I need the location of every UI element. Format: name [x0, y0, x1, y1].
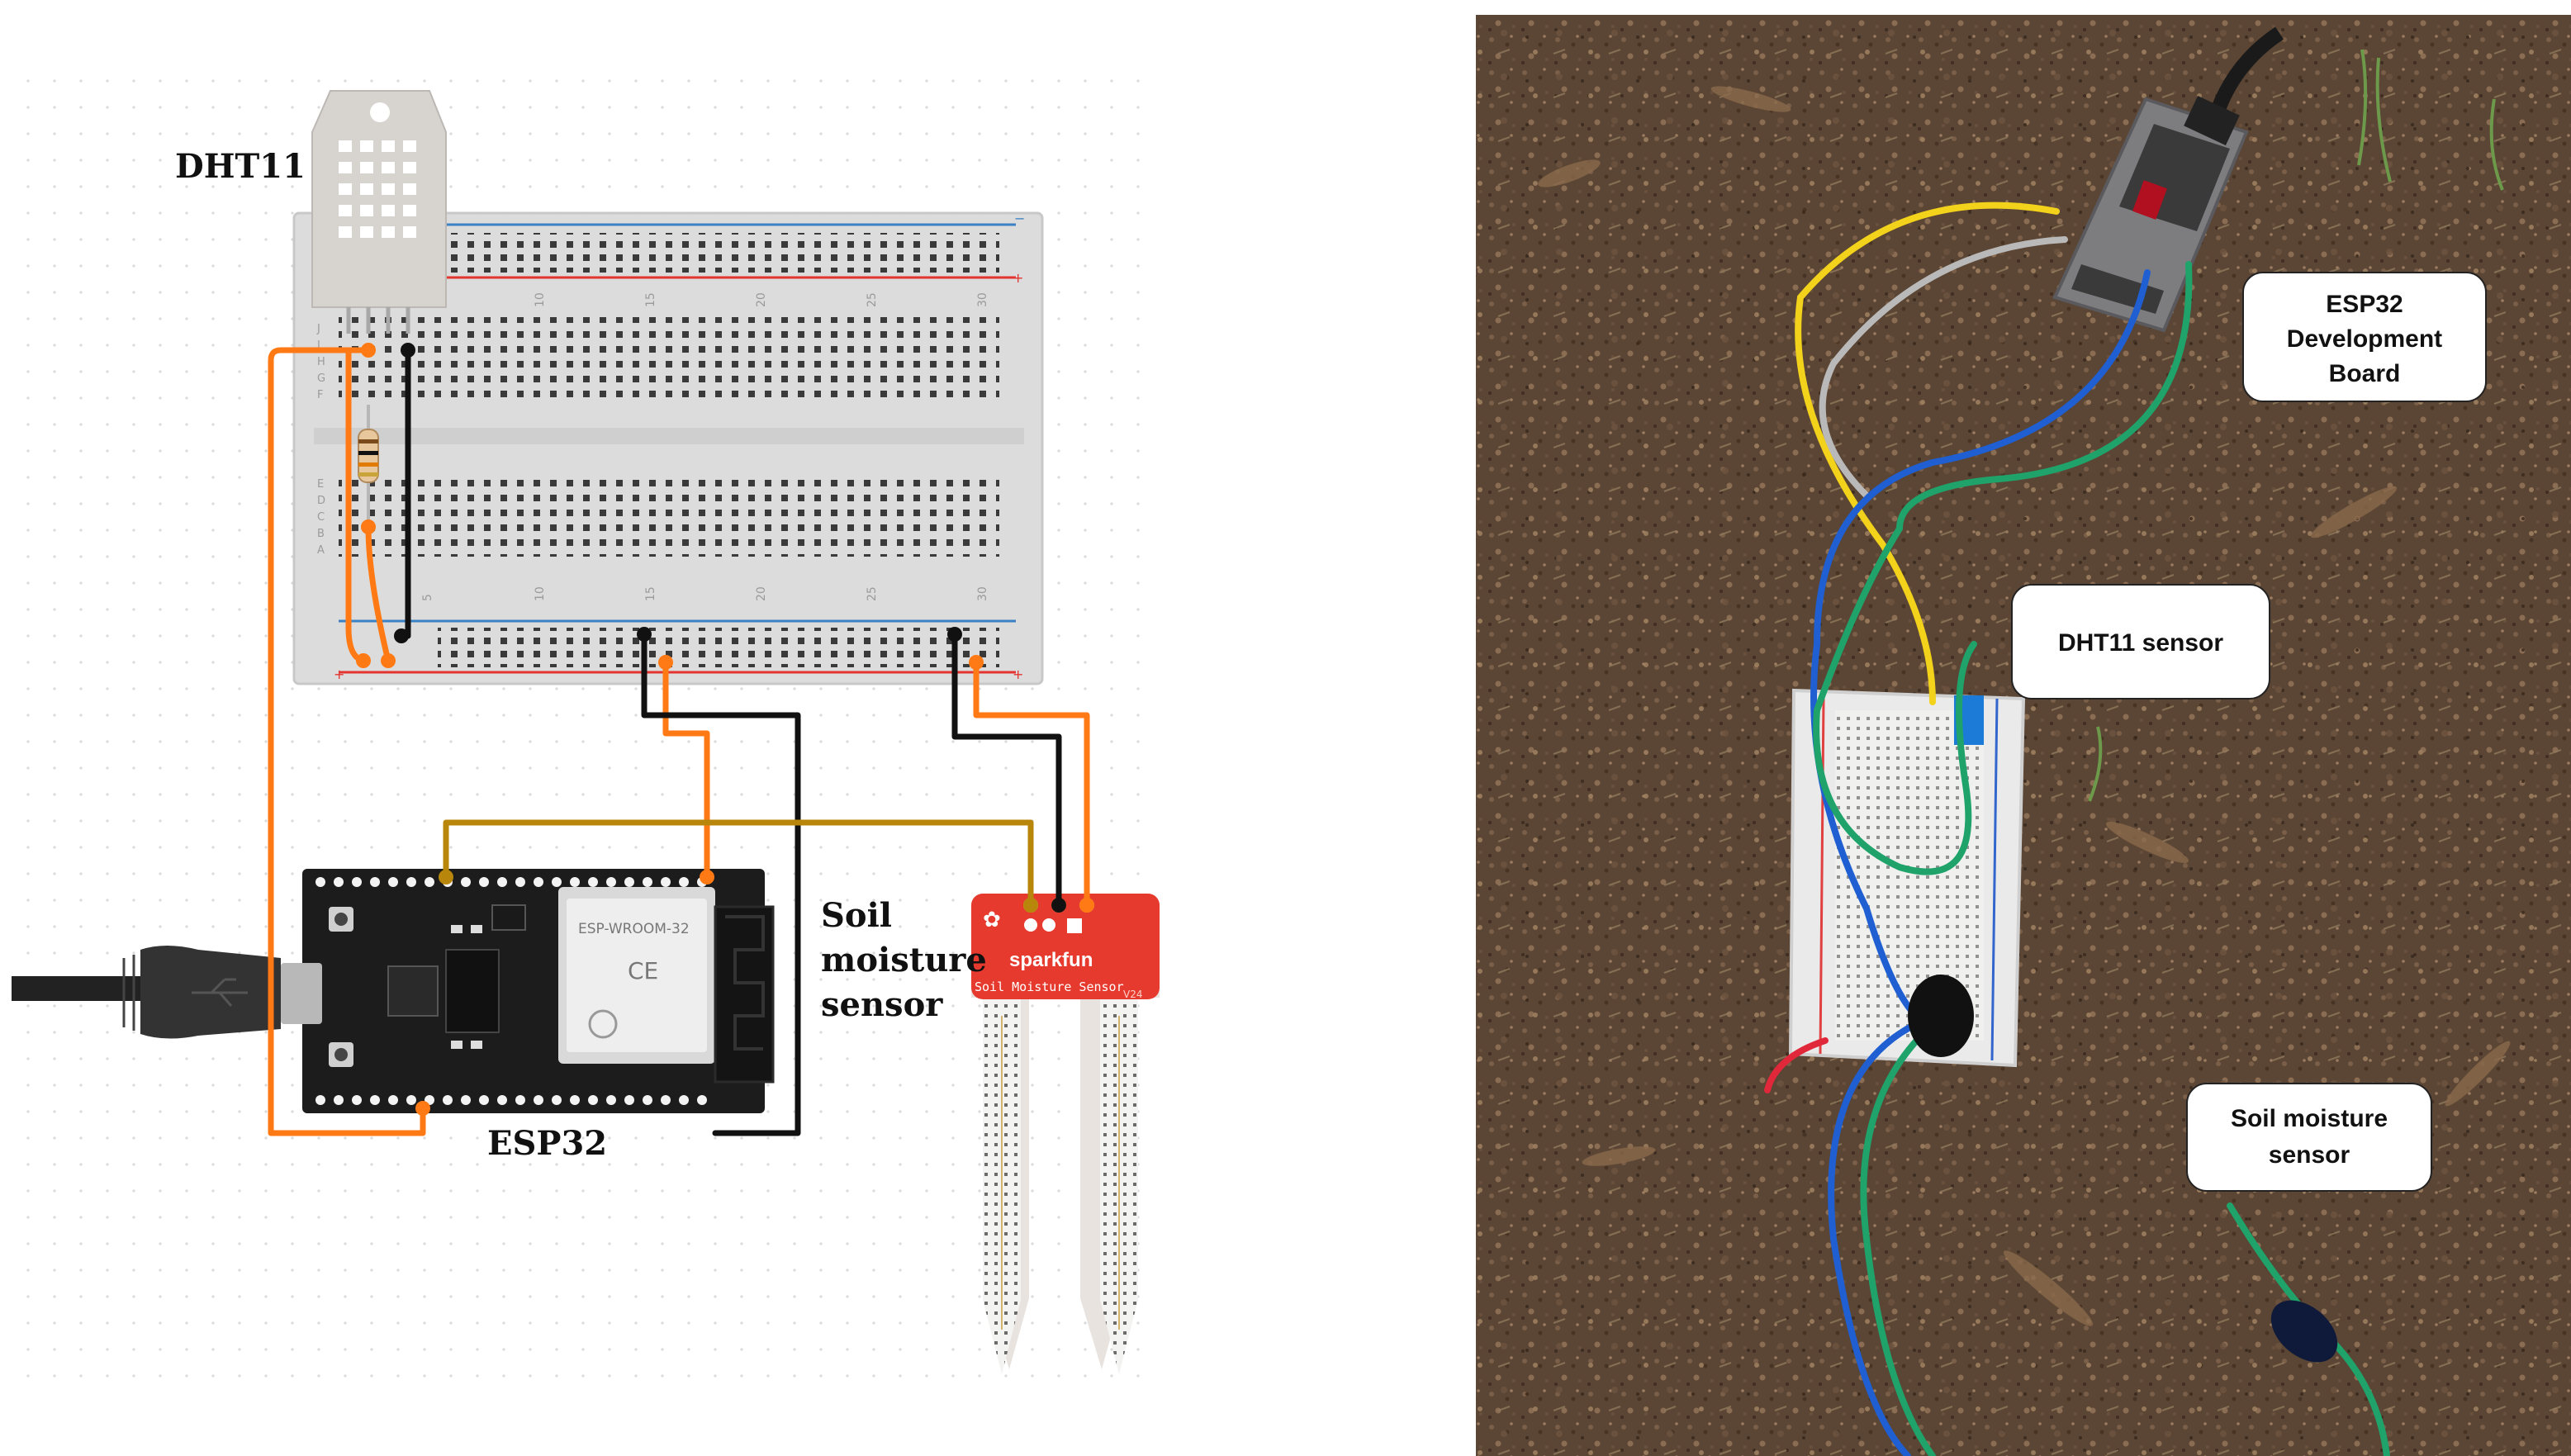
- callout-dht11-text: DHT11 sensor: [2058, 629, 2223, 657]
- soil-label-line: sensor: [821, 985, 943, 1024]
- esp32-module-text: ESP-WROOM-32: [578, 921, 690, 937]
- wire-resistor-vcc: [365, 524, 391, 664]
- soil-moisture-sensor: ✿ sparkfun Soil Moisture Sensor V24: [971, 894, 1160, 1374]
- svg-text:+: +: [1013, 270, 1023, 286]
- wire-soil-signal: [443, 819, 1034, 908]
- wire-soil-ground: [951, 631, 1062, 908]
- grass-blades: [2088, 49, 2504, 802]
- column-number: 20: [755, 292, 768, 307]
- photo-wire-grey: [1819, 236, 2068, 499]
- usb-icon: [192, 978, 248, 1007]
- photo-wire-blue-lead: [1828, 1021, 1919, 1456]
- center-channel: [314, 428, 1024, 444]
- field-photo: ESP32 Development Board DHT11 sensor Soi…: [1476, 15, 2571, 1456]
- column-number: 10: [534, 586, 547, 601]
- esp32-header-pins-top: [315, 877, 707, 887]
- row-label: H: [317, 356, 325, 368]
- column-number: 10: [534, 292, 547, 307]
- svg-text:−: −: [1014, 211, 1025, 226]
- column-number: 15: [644, 292, 657, 307]
- pullup-resistor: [358, 405, 379, 520]
- column-number: 5: [421, 594, 434, 601]
- callout-esp32: ESP32 Development Board: [2242, 272, 2487, 402]
- voltage-regulator: [445, 949, 500, 1033]
- row-label: F: [317, 389, 323, 401]
- mounting-hole: [370, 102, 390, 122]
- column-number: 30: [976, 586, 989, 601]
- sensor-vents: [339, 140, 416, 238]
- photo-wire-red: [1764, 1037, 1829, 1093]
- soil-label-line: Soil: [821, 896, 892, 935]
- row-label: G: [317, 372, 325, 385]
- column-number: 20: [755, 586, 768, 601]
- esp32-module-ce-mark: CE: [628, 957, 658, 984]
- usb-cable: [12, 946, 281, 1039]
- row-label: J: [316, 323, 320, 335]
- breadboard: − + + + J I H G F E D C B A 5: [292, 211, 1044, 685]
- svg-text:+: +: [334, 666, 344, 682]
- column-number: 25: [866, 292, 879, 307]
- esp32-label: ESP32: [487, 1124, 607, 1163]
- sparkfun-gear-icon: ✿: [983, 908, 1001, 932]
- sensor-board-title: Soil Moisture Sensor: [975, 979, 1124, 994]
- sparkfun-brand: sparkfun: [1009, 949, 1093, 971]
- photo-wire-green: [1813, 261, 2193, 875]
- micro-usb-port: [281, 963, 322, 1024]
- column-numbers: 5 10 15 20 25 30 5 10 15 20 25 30: [421, 292, 989, 601]
- sensor-pins: [346, 307, 410, 334]
- terminal-strip-bottom: [339, 474, 999, 557]
- callout-dht11: DHT11 sensor: [2011, 584, 2270, 700]
- row-label: I: [317, 339, 320, 352]
- photo-soil-probe: [2270, 1300, 2338, 1363]
- column-number: 15: [644, 586, 657, 601]
- row-label: C: [317, 511, 325, 524]
- wiring-schematic: − + + + J I H G F E D C B A 5: [12, 66, 1160, 1387]
- wire-soil-vcc: [973, 659, 1090, 908]
- callout-soil-line: Soil moisture: [2231, 1105, 2388, 1132]
- bottom-rail-holes: [438, 628, 999, 667]
- sensor-board-version: V24: [1123, 989, 1142, 1000]
- callout-esp32-line: Board: [2329, 360, 2401, 387]
- photo-esp32-board: [2052, 97, 2249, 333]
- photo-wires: [1764, 202, 2390, 1456]
- callout-esp32-line: Development: [2287, 325, 2442, 353]
- terminal-strip-top: [339, 317, 999, 400]
- esp32-header-pins-bottom: [315, 1095, 707, 1105]
- wire-endpoints: [356, 343, 1094, 1116]
- svg-text:+: +: [1013, 666, 1023, 682]
- soil-label-line: moisture: [821, 941, 987, 979]
- row-label: A: [317, 544, 325, 557]
- dht11-sensor: [311, 90, 447, 334]
- wire-esp32-power: [662, 659, 710, 880]
- photo-wire-yellow: [1795, 202, 2060, 705]
- callout-esp32-line: ESP32: [2326, 291, 2403, 318]
- callout-soil-sensor: Soil moisture sensor: [2186, 1083, 2432, 1192]
- wire-dht-data: [268, 347, 426, 1136]
- dht11-label: DHT11: [175, 147, 306, 186]
- column-number: 30: [976, 292, 989, 307]
- row-label: B: [317, 528, 325, 540]
- photo-wire-connector: [1908, 975, 1974, 1057]
- wire-esp32-ground: [641, 631, 801, 1136]
- photo-wire-blue: [1810, 269, 2151, 1019]
- usb-uart-chip: [387, 965, 439, 1017]
- esp32-board: ESP-WROOM-32 CE: [281, 869, 775, 1113]
- column-number: 25: [866, 586, 879, 601]
- callout-soil-line: sensor: [2269, 1141, 2350, 1169]
- top-rail-holes: [438, 233, 999, 273]
- row-letters: J I H G F E D C B A: [316, 323, 325, 557]
- row-label: E: [317, 478, 324, 491]
- row-label: D: [317, 495, 325, 507]
- soil-sensor-label: Soil moisture sensor: [821, 896, 987, 1024]
- photo-wire-green-lead: [1860, 1029, 1936, 1456]
- espressif-logo-icon: [588, 1009, 618, 1039]
- sparkfun-pcb-head: [971, 894, 1160, 999]
